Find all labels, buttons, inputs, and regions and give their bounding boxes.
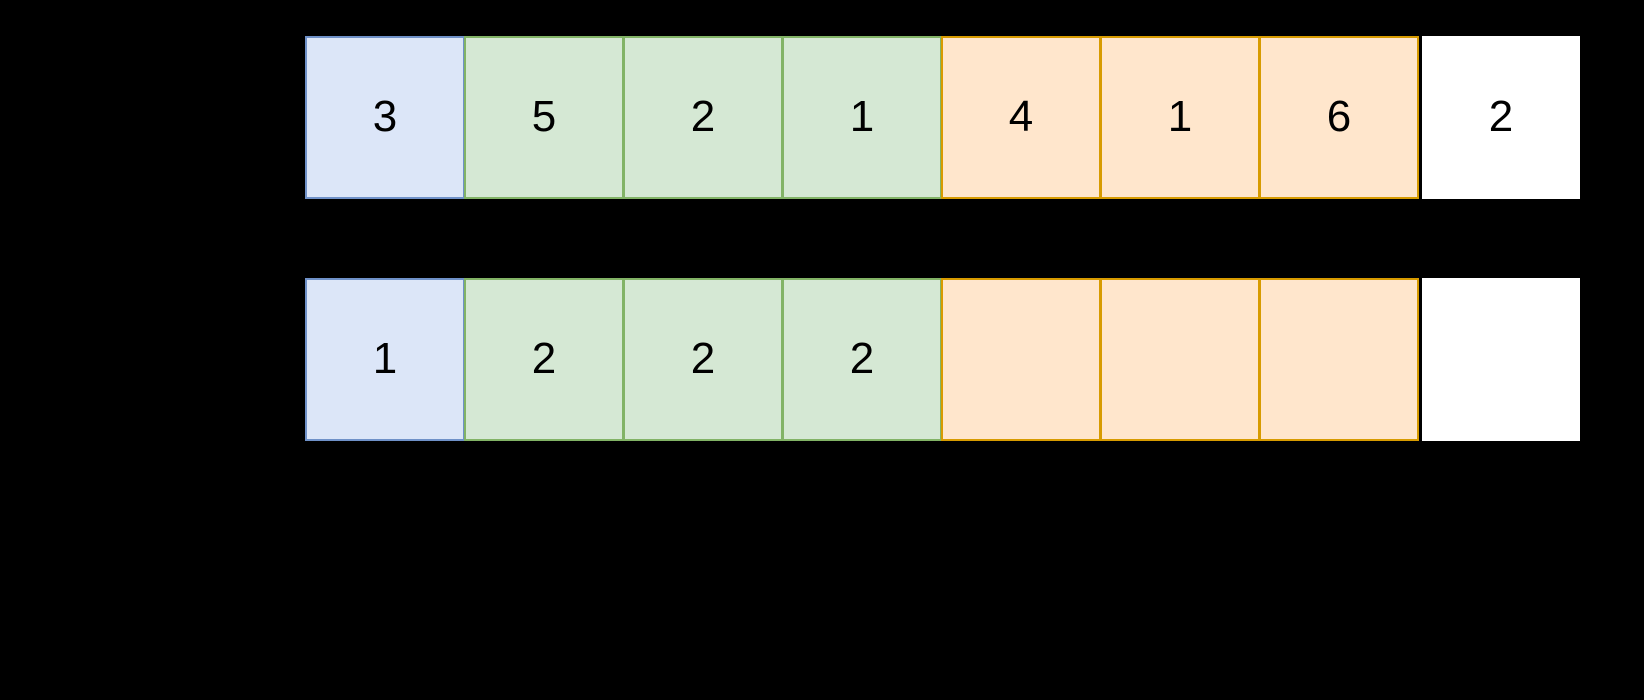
cell-value: 3	[372, 91, 398, 141]
array-cell[interactable]: 1	[305, 278, 465, 441]
cell-value: 1	[849, 91, 875, 141]
array-cell[interactable]: 2	[1422, 36, 1580, 199]
array-cell[interactable]	[941, 278, 1101, 441]
cell-value: 2	[1488, 91, 1514, 141]
array-cell[interactable]	[1259, 278, 1419, 441]
array-cell[interactable]: 2	[464, 278, 624, 441]
top-array-row: 3 5 2 1 4 1 6 2	[305, 36, 1580, 199]
array-cell[interactable]: 1	[782, 36, 942, 199]
array-cell[interactable]	[1422, 278, 1580, 441]
array-cell[interactable]: 6	[1259, 36, 1419, 199]
array-cell[interactable]	[1100, 278, 1260, 441]
cell-value: 2	[690, 91, 716, 141]
array-cell[interactable]: 5	[464, 36, 624, 199]
array-cell[interactable]: 2	[623, 278, 783, 441]
cell-value: 2	[531, 333, 557, 383]
array-cell[interactable]: 3	[305, 36, 465, 199]
cell-value: 4	[1008, 91, 1034, 141]
array-cell[interactable]: 2	[782, 278, 942, 441]
array-cell[interactable]: 1	[1100, 36, 1260, 199]
bottom-array-row: 1 2 2 2	[305, 278, 1580, 441]
array-cell[interactable]: 4	[941, 36, 1101, 199]
cell-value: 1	[1167, 91, 1193, 141]
array-cell[interactable]: 2	[623, 36, 783, 199]
cell-value: 2	[690, 333, 716, 383]
cell-value: 1	[372, 333, 398, 383]
cell-value: 5	[531, 91, 557, 141]
cell-value: 2	[849, 333, 875, 383]
cell-value: 6	[1326, 91, 1352, 141]
